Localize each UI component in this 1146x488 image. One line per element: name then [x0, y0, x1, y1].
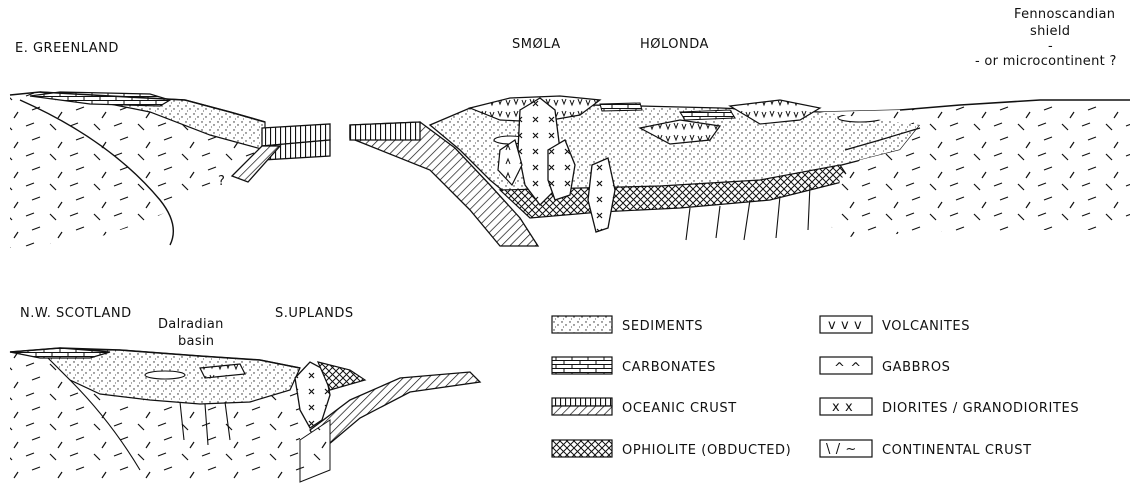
legend-label-continental-crust: CONTINENTAL CRUST [882, 443, 1032, 458]
legend-label-carbonates: CARBONATES [622, 360, 716, 375]
question-mark-label: ? [218, 174, 225, 189]
legend-glyph-volcanites: v v v [828, 318, 862, 333]
label-s-uplands: S.UPLANDS [275, 306, 354, 321]
legend-swatch-carbonates [552, 357, 612, 374]
label-holonda: HØLONDA [640, 37, 709, 52]
diorite-pluton-3 [588, 158, 615, 232]
legend-glyph-gabbros: ^ ^ [834, 361, 862, 376]
carbonate-lens-1 [680, 110, 735, 120]
label-dalradian-line2: basin [178, 334, 214, 349]
top-cross-section: ? [10, 92, 1130, 248]
label-e-greenland: E. GREENLAND [15, 41, 119, 56]
legend-label-ophiolite: OPHIOLITE (OBDUCTED) [622, 443, 791, 458]
label-fennoscandian-line3: - [1048, 39, 1053, 54]
legend: SEDIMENTS CARBONATES OCEANIC CRUST OPHIO… [552, 316, 1079, 458]
legend-swatch-oceanic-crust-top [552, 398, 612, 406]
label-nw-scotland: N.W. SCOTLAND [20, 306, 132, 321]
label-smola: SMØLA [512, 37, 561, 52]
legend-swatch-ophiolite [552, 440, 612, 457]
legend-label-oceanic-crust: OCEANIC CRUST [622, 401, 737, 416]
label-fennoscandian-line2: shield [1030, 24, 1070, 39]
label-fennoscandian-line4: - or microcontinent ? [975, 54, 1117, 69]
legend-label-diorites: DIORITES / GRANODIORITES [882, 401, 1079, 416]
label-dalradian-line1: Dalradian [158, 317, 224, 332]
label-fennoscandian-line1: Fennoscandian [1014, 7, 1115, 22]
legend-swatch-oceanic-crust-bottom [552, 406, 612, 415]
legend-label-gabbros: GABBROS [882, 360, 951, 375]
legend-label-sediments: SEDIMENTS [622, 319, 703, 334]
bottom-cross-section [10, 348, 480, 482]
legend-swatch-sediments [552, 316, 612, 333]
legend-glyph-continental-crust: \ / ~ [826, 442, 857, 457]
legend-glyph-diorites: x x [832, 400, 853, 415]
carbonate-lens-2 [600, 103, 642, 111]
legend-label-volcanites: VOLCANITES [882, 319, 970, 334]
